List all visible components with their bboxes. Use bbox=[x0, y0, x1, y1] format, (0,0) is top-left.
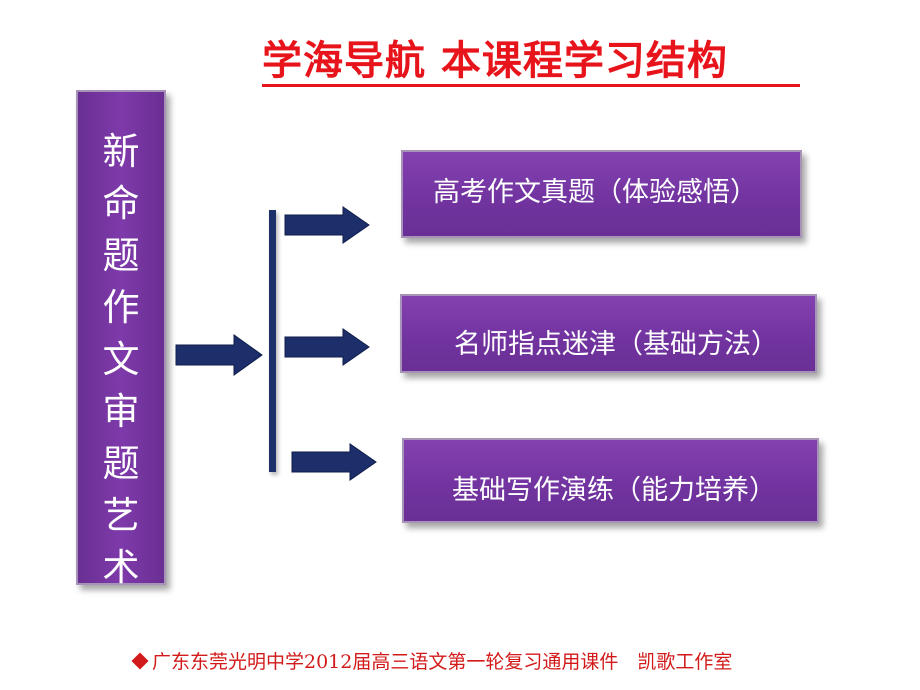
root-char: 作 bbox=[102, 286, 140, 329]
branch-node: 基础写作演练（能力培养） bbox=[402, 438, 819, 523]
root-node: 新 命 题 作 文 审 题 艺 术 bbox=[76, 90, 166, 589]
branch-arrow-icon bbox=[291, 443, 377, 481]
root-char: 题 bbox=[102, 442, 140, 485]
title-underline bbox=[262, 84, 800, 87]
root-arrow-icon bbox=[175, 334, 263, 376]
root-char: 题 bbox=[102, 234, 140, 277]
root-node-label: 新 命 题 作 文 审 题 艺 术 bbox=[78, 126, 164, 594]
branch-node: 高考作文真题（体验感悟） bbox=[401, 150, 802, 238]
root-char: 命 bbox=[102, 182, 140, 225]
branch-node-label: 高考作文真题（体验感悟） bbox=[433, 177, 757, 208]
root-char: 审 bbox=[102, 390, 140, 433]
root-char: 文 bbox=[102, 338, 140, 381]
page-title: 学海导航 本课程学习结构 bbox=[262, 38, 728, 84]
branch-arrow-icon bbox=[284, 328, 370, 366]
footer-text: 广东东莞光明中学2012届高三语文第一轮复习通用课件 凯歌工作室 bbox=[152, 651, 733, 673]
root-char: 新 bbox=[102, 130, 140, 173]
root-char: 术 bbox=[102, 546, 140, 589]
branch-node-label: 基础写作演练（能力培养） bbox=[452, 475, 776, 506]
root-char: 艺 bbox=[102, 494, 140, 537]
branch-node: 名师指点迷津（基础方法） bbox=[400, 294, 817, 373]
branch-arrow-icon bbox=[284, 206, 370, 244]
diamond-bullet-icon bbox=[131, 652, 149, 670]
footer-credit: 广东东莞光明中学2012届高三语文第一轮复习通用课件 凯歌工作室 bbox=[131, 648, 912, 678]
branch-node-label: 名师指点迷津（基础方法） bbox=[454, 329, 778, 360]
branch-bracket bbox=[269, 210, 276, 472]
